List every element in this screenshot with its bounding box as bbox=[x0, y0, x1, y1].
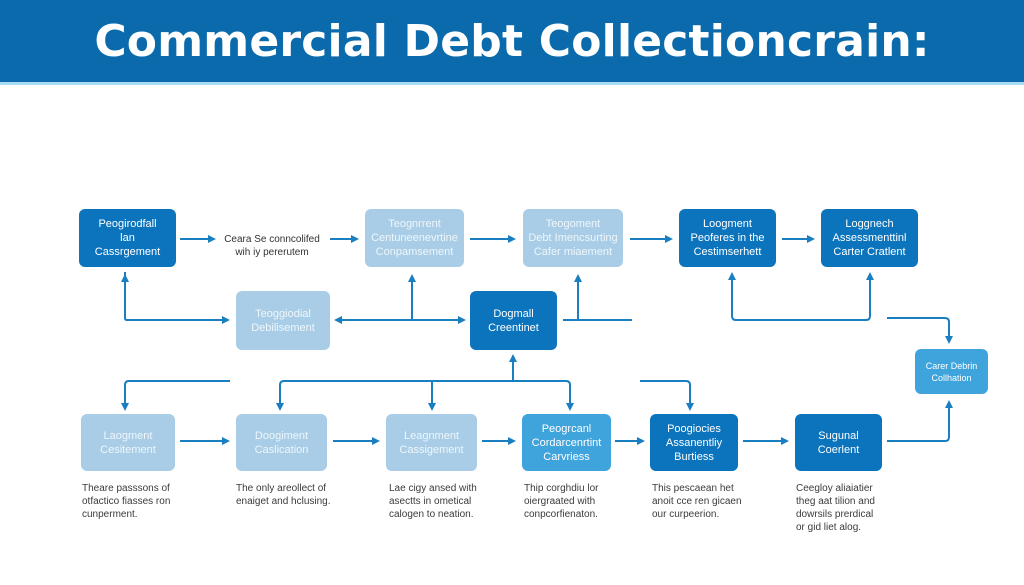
node-label-line: Carer Debrin bbox=[925, 360, 978, 371]
note-line: cunperment. bbox=[82, 509, 138, 520]
node-label-line: Carvriess bbox=[543, 450, 590, 463]
node-teognrrent: Teognrrent Centuneenevrtine Conpamsement bbox=[365, 209, 464, 267]
note-line: asectts in ometical bbox=[389, 496, 472, 507]
arrow-down-box1 bbox=[121, 380, 230, 411]
node-label-line: Teognrrent bbox=[388, 218, 441, 230]
node-label-line: Teoggiodial bbox=[255, 307, 311, 320]
node-label-line: Doogiment bbox=[254, 429, 309, 442]
node-label-line: Carter Cratlent bbox=[833, 246, 906, 258]
arrow-to-side-box bbox=[887, 317, 953, 344]
note-5: This pescaean het anoit cce ren gicaen o… bbox=[652, 482, 742, 521]
note-line: This pescaean het bbox=[652, 483, 734, 494]
node-loggnech: Loggnech Assessmenttinl Carter Cratlent bbox=[821, 209, 918, 267]
bracket-row3 bbox=[279, 380, 571, 405]
note-line: or gid liet alog. bbox=[796, 522, 862, 533]
diagram-title: Commercial Debt Collectioncrain: bbox=[94, 15, 930, 67]
node-label-line: Debilisement bbox=[251, 321, 315, 334]
node-teoggiodial: Teoggiodial Debilisement bbox=[236, 291, 330, 350]
node-label-line: Peogrcanl bbox=[541, 422, 592, 435]
note-line: Ceegloy aliaiatier bbox=[796, 483, 873, 494]
node-label-line: Teogoment bbox=[545, 218, 601, 230]
node-label-line: Loogment bbox=[703, 218, 752, 230]
node-label-line: Poogiocies bbox=[667, 422, 721, 435]
node-sugunal: Sugunal Coerlent bbox=[795, 414, 882, 471]
node-label-line: Coerlent bbox=[817, 443, 860, 456]
node-carer-debrin: Carer Debrin Collhation bbox=[915, 349, 988, 394]
node-label-line: Burtiess bbox=[674, 450, 714, 463]
note-line: anoit cce ren gicaen bbox=[652, 496, 742, 507]
title-banner: Commercial Debt Collectioncrain: bbox=[0, 0, 1024, 85]
note-3: Lae cigy ansed with asectts in ometical … bbox=[389, 482, 477, 521]
node-poogiocies: Poogiocies Assanentliy Burtiess bbox=[650, 414, 738, 471]
note-line: Theare passsons of bbox=[82, 483, 170, 494]
node-label-line: Cassigement bbox=[399, 443, 464, 456]
note-1: Theare passsons of otfactico fiasses ron… bbox=[82, 482, 170, 521]
arrow-b1-to-teoggiodial bbox=[124, 272, 230, 324]
note-line: The only areollect of bbox=[236, 483, 327, 494]
node-label-line: lan bbox=[120, 232, 135, 244]
node-peogirodfall: Peogirodfall lan Cassrgement bbox=[79, 209, 176, 267]
bracket-box4-box5 bbox=[731, 276, 871, 321]
node-label-line: Leagnment bbox=[403, 429, 460, 442]
node-label-line: Dogmall bbox=[493, 307, 534, 320]
node-label-line: Laogment bbox=[103, 429, 153, 442]
node-label-line: Cesitement bbox=[100, 443, 156, 456]
node-label-line: Loggnech bbox=[845, 218, 894, 230]
node-leagnment: Leagnment Cassigement bbox=[386, 414, 477, 471]
node-label-line: Peoferes in the bbox=[690, 232, 765, 244]
node-label-line: Assanentliy bbox=[665, 436, 723, 449]
note-line: otfactico fiasses ron bbox=[82, 496, 171, 507]
arrow-up-to-side-box bbox=[887, 400, 953, 442]
note-4: Thip corghdiu lor oiergraated with conpc… bbox=[524, 482, 598, 521]
node-label-line: Conpamsement bbox=[375, 246, 454, 258]
note-line: our curpeerion. bbox=[652, 509, 720, 520]
node-doogiment: Doogiment Caslication bbox=[236, 414, 327, 471]
node-label-line: Cassrgement bbox=[94, 246, 161, 258]
note-line: enaiget and hclusing. bbox=[236, 496, 331, 507]
node-teogoment: Teogoment Debt Imencsurting Cafer miaeme… bbox=[523, 209, 623, 267]
node-label-line: Creentinet bbox=[488, 321, 539, 334]
node-laogment: Laogment Cesitement bbox=[81, 414, 175, 471]
node-peogrcanl: Peogrcanl Cordarcenrtint Carvriess bbox=[522, 414, 611, 471]
node-label-line: Peogirodfall bbox=[98, 218, 157, 230]
node-label-line: Sugunal bbox=[818, 429, 859, 442]
node-label-line: Collhation bbox=[931, 372, 972, 383]
caption-line: wih iy pererutem bbox=[235, 247, 309, 258]
note-line: calogen to neation. bbox=[389, 509, 474, 520]
node-label-line: Caslication bbox=[254, 443, 309, 456]
node-label-line: Cordarcenrtint bbox=[531, 436, 602, 449]
node-label-line: Cafer miaement bbox=[533, 246, 613, 258]
node-label-line: Assessmenttinl bbox=[832, 232, 907, 244]
arrow-down-box5 bbox=[640, 380, 694, 411]
note-line: Lae cigy ansed with bbox=[389, 483, 477, 494]
note-line: conpcorfienaton. bbox=[524, 509, 598, 520]
node-dogmall: Dogmall Creentinet bbox=[470, 291, 557, 350]
caption-line: Ceara Se conncolifed bbox=[224, 234, 320, 245]
note-line: Thip corghdiu lor bbox=[524, 483, 599, 494]
note-line: oiergraated with bbox=[524, 496, 596, 507]
node-label-line: Cestimserhett bbox=[693, 246, 762, 258]
floating-caption: Ceara Se conncolifed wih iy pererutem bbox=[222, 233, 322, 259]
note-line: dowrsils prerdical bbox=[796, 509, 874, 520]
note-6: Ceegloy aliaiatier theg aat tilion and d… bbox=[796, 482, 875, 534]
note-line: theg aat tilion and bbox=[796, 496, 875, 507]
node-label-line: Centuneenevrtine bbox=[371, 232, 458, 244]
note-2: The only areollect of enaiget and hclusi… bbox=[236, 482, 331, 508]
node-loogment: Loogment Peoferes in the Cestimserhett bbox=[679, 209, 776, 267]
node-label-line: Debt Imencsurting bbox=[528, 232, 618, 244]
